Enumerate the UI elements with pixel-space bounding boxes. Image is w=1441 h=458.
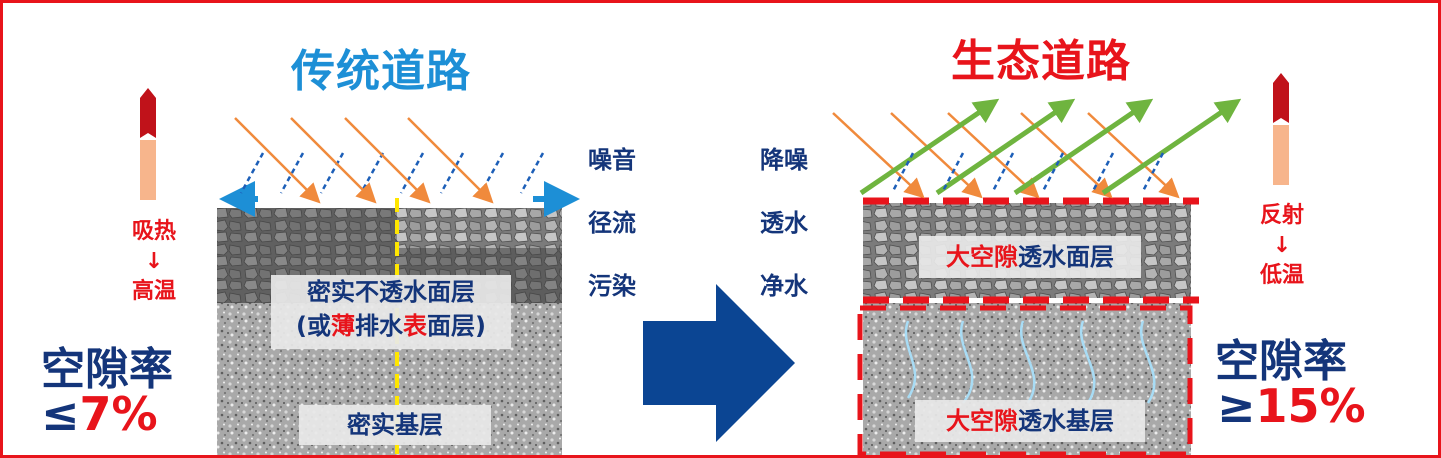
left-effect-noise: 噪音 — [588, 146, 636, 174]
reflected-rays — [859, 98, 1242, 196]
right-void-value: ≥15% — [1217, 379, 1366, 433]
left-void-label: 空隙率 — [41, 344, 173, 395]
right-void-label: 空隙率 — [1215, 336, 1347, 387]
water-seepage-lines — [904, 320, 1156, 404]
left-base-label: 密实基层 — [299, 405, 491, 445]
left-sun-rays — [234, 117, 494, 204]
left-surface-label: 密实不透水面层 (或薄排水表面层) — [271, 275, 511, 349]
right-thermometer-icon — [1273, 73, 1289, 185]
left-heat-arrow: ↓ — [144, 249, 164, 274]
left-effect-pollution: 污染 — [588, 272, 636, 300]
left-effect-runoff: 径流 — [588, 209, 636, 237]
right-effect-purify: 净水 — [760, 272, 808, 300]
right-title: 生态道路 — [951, 36, 1131, 87]
left-thermometer-icon — [140, 88, 156, 200]
left-heat-label: 吸热 ↓ 高温 — [123, 217, 185, 307]
left-heat-top: 吸热 — [131, 219, 176, 244]
right-rain — [891, 152, 1165, 192]
right-sun-rays — [832, 112, 1180, 199]
left-void-symbol: ≤ — [41, 387, 80, 441]
left-heat-bottom: 高温 — [131, 279, 176, 304]
right-heat-arrow: ↓ — [1272, 233, 1292, 258]
left-surface-line1: 密实不透水面层 — [307, 278, 475, 306]
right-base-label: 大空隙透水基层 — [915, 400, 1145, 442]
transition-arrow-icon — [643, 284, 795, 442]
left-title: 传统道路 — [291, 46, 471, 97]
right-surface-label: 大空隙透水面层 — [919, 236, 1141, 278]
left-void-value: ≤7% — [41, 387, 158, 441]
left-thin-drainage-layer — [397, 208, 562, 248]
base-boundary-dashed — [857, 305, 1193, 455]
right-effect-permeable: 透水 — [760, 209, 808, 237]
right-void-symbol: ≥ — [1217, 379, 1256, 433]
right-effect-noise-reduction: 降噪 — [760, 146, 808, 174]
left-rain — [239, 152, 545, 194]
left-surface-line2: (或薄排水表面层) — [296, 312, 486, 340]
right-heat-top: 反射 — [1259, 203, 1304, 228]
left-void-number: 7% — [79, 387, 158, 441]
right-heat-bottom: 低温 — [1259, 263, 1304, 288]
right-void-number: 15% — [1255, 379, 1366, 433]
right-heat-label: 反射 ↓ 低温 — [1251, 201, 1313, 291]
